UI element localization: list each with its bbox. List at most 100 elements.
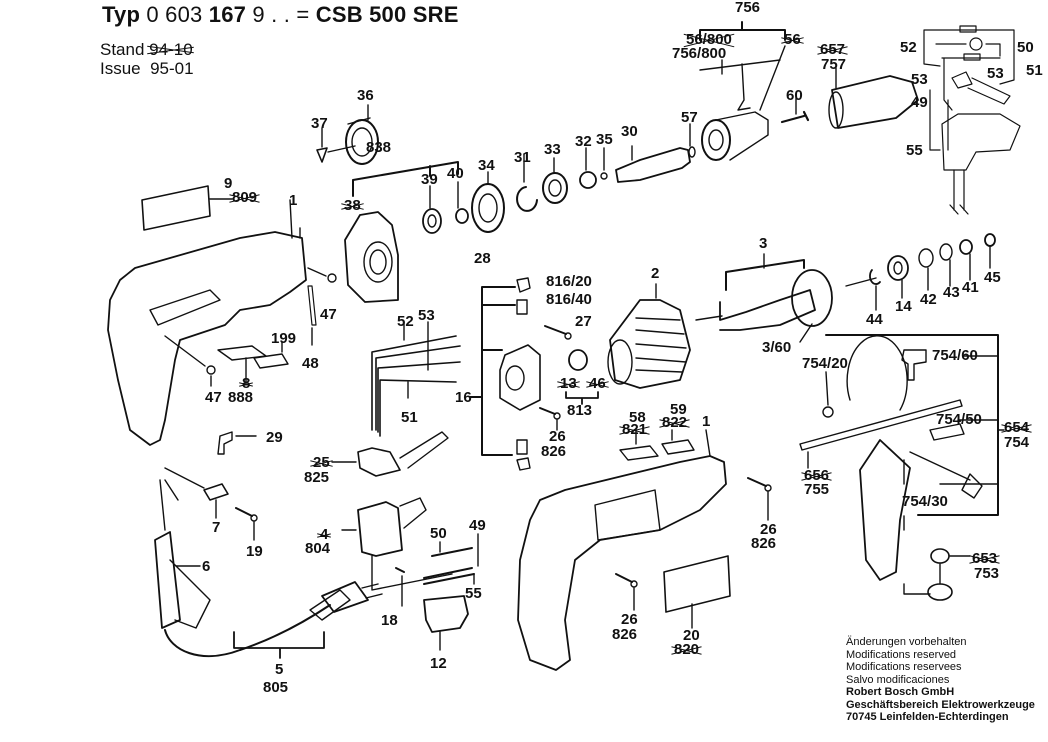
wiring-schematic <box>924 26 1020 214</box>
part-33-bearing <box>543 158 567 203</box>
label-754-20: 754/20 <box>802 355 848 372</box>
part-34-gear <box>472 172 504 232</box>
label-4-old: 4 <box>320 526 329 543</box>
stand-label: Stand <box>100 40 145 59</box>
part-30-spindle <box>616 146 690 182</box>
part-1-housing-left <box>108 200 336 445</box>
footer-line-en: Modifications reserved <box>846 648 957 661</box>
label-51-wires: 51 <box>401 409 418 426</box>
stand-value-struck: 94-10 <box>149 40 193 59</box>
part-5-cable-plug <box>165 582 382 658</box>
label-3-60: 3/60 <box>762 339 792 356</box>
label-25-old: 25 <box>313 454 330 471</box>
label-809-old: 809 <box>232 189 258 206</box>
typ-number-thin: 0 603 <box>146 2 203 27</box>
label-13-old: 13 <box>560 375 577 392</box>
part-32-sleeve <box>580 148 596 188</box>
schematic-label-51: 51 <box>1026 62 1043 79</box>
part-57-oring <box>689 124 695 157</box>
label-754: 754 <box>1004 434 1030 451</box>
part-27-screw <box>545 326 571 339</box>
part-7-strain-relief <box>165 468 228 518</box>
label-816-40: 816/40 <box>546 291 592 308</box>
revision-block: Stand 94-10 Issue 95-01 <box>100 40 194 78</box>
label-754-30: 754/30 <box>902 493 948 510</box>
label-813: 813 <box>567 402 593 419</box>
part-16-brush-holder <box>470 278 540 470</box>
label-26-b: 26 <box>760 521 777 538</box>
label-19: 19 <box>246 543 263 560</box>
label-8-old: 8 <box>242 375 251 392</box>
label-33: 33 <box>544 141 561 158</box>
part-3-armature <box>696 254 832 342</box>
part-2-stator <box>608 284 690 388</box>
label-41: 41 <box>962 279 979 296</box>
part-25-switch-holder <box>332 432 448 476</box>
label-1-housing: 1 <box>702 413 711 430</box>
label-27: 27 <box>575 313 592 330</box>
part-18-screw <box>396 568 404 606</box>
label-46-old: 46 <box>589 375 606 392</box>
label-43: 43 <box>943 284 960 301</box>
model-name: CSB 500 SRE <box>315 2 459 27</box>
footer-address: 70745 Leinfelden-Echterdingen <box>846 711 1009 723</box>
label-55-switch: 55 <box>465 585 482 602</box>
label-47-left: 47 <box>205 389 222 406</box>
label-30: 30 <box>621 123 638 140</box>
part-813-bushing <box>566 350 598 404</box>
schematic-label-53-left: 53 <box>911 71 928 88</box>
label-16: 16 <box>455 389 472 406</box>
schematic-label-49: 49 <box>911 94 928 111</box>
schematic-label-52: 52 <box>900 39 917 56</box>
label-804: 804 <box>305 540 331 557</box>
typ-suffix: 9 . . = <box>252 2 310 27</box>
label-26-c: 26 <box>621 611 638 628</box>
label-7: 7 <box>212 519 221 536</box>
part-48-rod <box>308 286 316 345</box>
label-37: 37 <box>311 115 328 132</box>
label-48: 48 <box>302 355 319 372</box>
part-38-gear-cover <box>345 212 398 302</box>
label-888: 888 <box>228 389 254 406</box>
part-756-chuck-key <box>700 60 780 110</box>
label-36: 36 <box>357 87 374 104</box>
issue-value: 95-01 <box>150 59 194 78</box>
label-44: 44 <box>866 311 883 328</box>
label-53-wires: 53 <box>418 307 435 324</box>
label-821-old: 821 <box>622 421 648 438</box>
label-26-a: 26 <box>549 428 566 445</box>
label-18: 18 <box>381 612 398 629</box>
part-199-8-plates <box>218 342 288 385</box>
typ-prefix: Typ <box>102 2 141 27</box>
label-199: 199 <box>271 330 297 347</box>
label-826-a: 826 <box>541 443 567 460</box>
label-31: 31 <box>514 149 531 166</box>
part-29-clip <box>218 432 256 454</box>
part-4-switch <box>342 498 452 590</box>
label-822-old: 822 <box>662 414 688 431</box>
part-bearing-stack <box>846 234 995 310</box>
part-50-49-55-contacts <box>424 534 478 584</box>
part-757-chuck-sleeve <box>829 68 918 128</box>
bracket-838 <box>353 162 458 196</box>
footer-line-de: Änderungen vorbehalten <box>846 636 967 648</box>
label-28: 28 <box>474 250 491 267</box>
label-14: 14 <box>895 298 912 315</box>
part-wires <box>372 322 460 436</box>
part-60-screw <box>782 95 808 122</box>
part-31-circlip <box>517 154 537 211</box>
part-26-screw-a <box>540 408 560 430</box>
label-826-b: 826 <box>751 535 777 552</box>
part-19-screw <box>236 508 257 540</box>
label-49-switch: 49 <box>469 517 486 534</box>
label-657-old: 657 <box>820 41 846 58</box>
label-50-switch: 50 <box>430 525 447 542</box>
part-56-chuck <box>702 112 768 160</box>
footer-company: Robert Bosch GmbH <box>846 686 955 698</box>
label-34: 34 <box>478 157 495 174</box>
label-45: 45 <box>984 269 1001 286</box>
label-32: 32 <box>575 133 592 150</box>
part-39-bearing <box>423 186 441 233</box>
typ-number-bold: 167 <box>208 2 247 27</box>
